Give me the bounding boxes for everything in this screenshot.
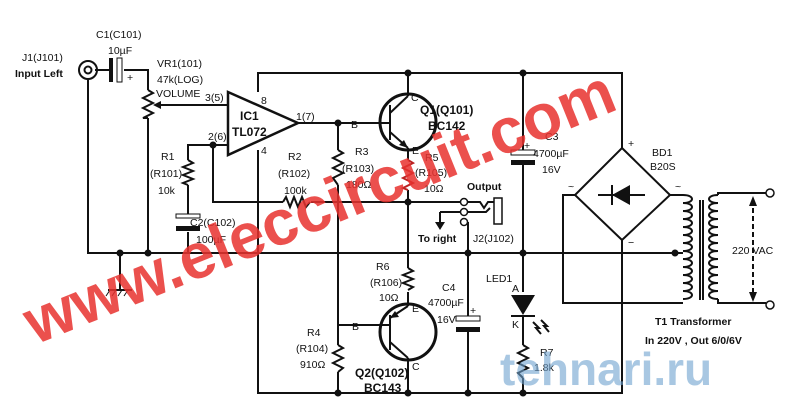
label: 1.8k <box>534 362 555 374</box>
label: + <box>470 305 476 317</box>
label: 16V <box>437 314 456 326</box>
label: 2(6) <box>208 131 227 143</box>
label: 4 <box>261 145 267 157</box>
label: J1(J101) <box>22 52 63 64</box>
label: C1(C101) <box>96 29 142 41</box>
wiper-arrow <box>153 101 161 109</box>
label: VR1(101) <box>157 58 202 70</box>
label: Q2(Q102) <box>355 366 408 380</box>
label: C2(C102) <box>190 217 236 229</box>
bridge-rectifier-bd1 <box>573 146 672 242</box>
label: + <box>127 72 133 84</box>
capacitor-c1 <box>109 57 123 83</box>
label: R2 <box>288 151 302 163</box>
label: To right <box>418 233 457 245</box>
label: VOLUME <box>156 88 200 100</box>
label: C <box>412 361 420 373</box>
label: 10µF <box>108 45 132 57</box>
label: BC143 <box>364 381 402 395</box>
label: (R104) <box>296 343 328 355</box>
label: B <box>351 119 358 131</box>
label: 100µF <box>196 234 226 246</box>
label: Input Left <box>15 68 63 80</box>
transformer-t1 <box>682 188 775 310</box>
label: + <box>524 140 530 152</box>
output-jack-j2 <box>435 197 503 230</box>
label: 8 <box>261 95 267 107</box>
label: TL072 <box>232 125 267 139</box>
resistor-r6 <box>400 267 416 291</box>
label: + <box>628 138 634 150</box>
capacitor-c4 <box>455 315 481 332</box>
label: 10Ω <box>424 183 444 195</box>
label: R6 <box>376 261 390 273</box>
label: − <box>628 237 634 249</box>
label: (R106) <box>370 277 402 289</box>
label: 220 VAC <box>732 245 774 257</box>
resistor-r4 <box>330 344 346 373</box>
label: K <box>512 319 519 331</box>
label: 180Ω <box>346 179 372 191</box>
label: (R103) <box>342 163 374 175</box>
label: 10Ω <box>379 292 399 304</box>
label: (R105) <box>415 167 447 179</box>
label: 3(5) <box>205 92 224 104</box>
label: A <box>512 283 519 295</box>
label: R5 <box>425 152 439 164</box>
label: (R101) <box>150 168 182 180</box>
led1 <box>511 295 550 335</box>
label: ~ <box>675 181 681 193</box>
watermark-eleccircuit: www.eleccircuit.com <box>12 55 625 358</box>
label: B20S <box>650 161 676 173</box>
label: 47k(LOG) <box>157 74 203 86</box>
watermark-tehnari: tehnari.ru <box>500 343 712 395</box>
resistor-r2 <box>282 194 311 210</box>
label: ~ <box>568 181 574 193</box>
label: E <box>412 145 419 157</box>
label: R1 <box>161 151 175 163</box>
resistors <box>180 149 531 379</box>
label: Q1(Q101) <box>420 103 473 117</box>
label: 4700µF <box>428 297 464 309</box>
potentiometer-vr1 <box>140 89 156 119</box>
label: 10k <box>158 185 176 197</box>
label: R4 <box>307 327 321 339</box>
to-right-arrow <box>435 222 445 230</box>
label: C <box>411 92 419 104</box>
resistor-r3 <box>330 149 346 186</box>
label: B <box>352 321 359 333</box>
transistor-q1 <box>378 92 438 152</box>
label: (R102) <box>278 168 310 180</box>
label: T1 Transformer <box>655 316 731 328</box>
component-labels: J1(J101) Input Left C1(C101) 10µF + VR1(… <box>15 29 774 395</box>
capacitor-c2 <box>175 213 201 231</box>
label: LED1 <box>486 273 512 285</box>
label: J2(J102) <box>473 233 514 245</box>
label: 16V <box>542 164 561 176</box>
resistor-r7 <box>515 344 531 379</box>
ground-symbol <box>105 253 132 297</box>
junctions <box>116 69 679 397</box>
label: R7 <box>540 347 554 359</box>
resistor-r5 <box>400 159 416 191</box>
label: R3 <box>355 146 369 158</box>
label: C4 <box>442 282 456 294</box>
label: E <box>412 303 419 315</box>
label: 910Ω <box>300 359 326 371</box>
label: C3 <box>545 131 559 143</box>
label: 1(7) <box>296 111 315 123</box>
opamp-ic1 <box>226 90 302 157</box>
resistor-r1 <box>180 159 196 186</box>
transistor-q2 <box>378 302 438 362</box>
label: BD1 <box>652 147 673 159</box>
label: 4700µF <box>533 148 569 160</box>
label: 100k <box>284 185 308 197</box>
label: IC1 <box>240 109 259 123</box>
label: In 220V , Out 6/0/6V <box>645 335 742 347</box>
input-jack-j1 <box>78 60 98 80</box>
label: BC142 <box>428 119 466 133</box>
capacitor-c3 <box>510 149 536 165</box>
label: Output <box>467 181 502 193</box>
